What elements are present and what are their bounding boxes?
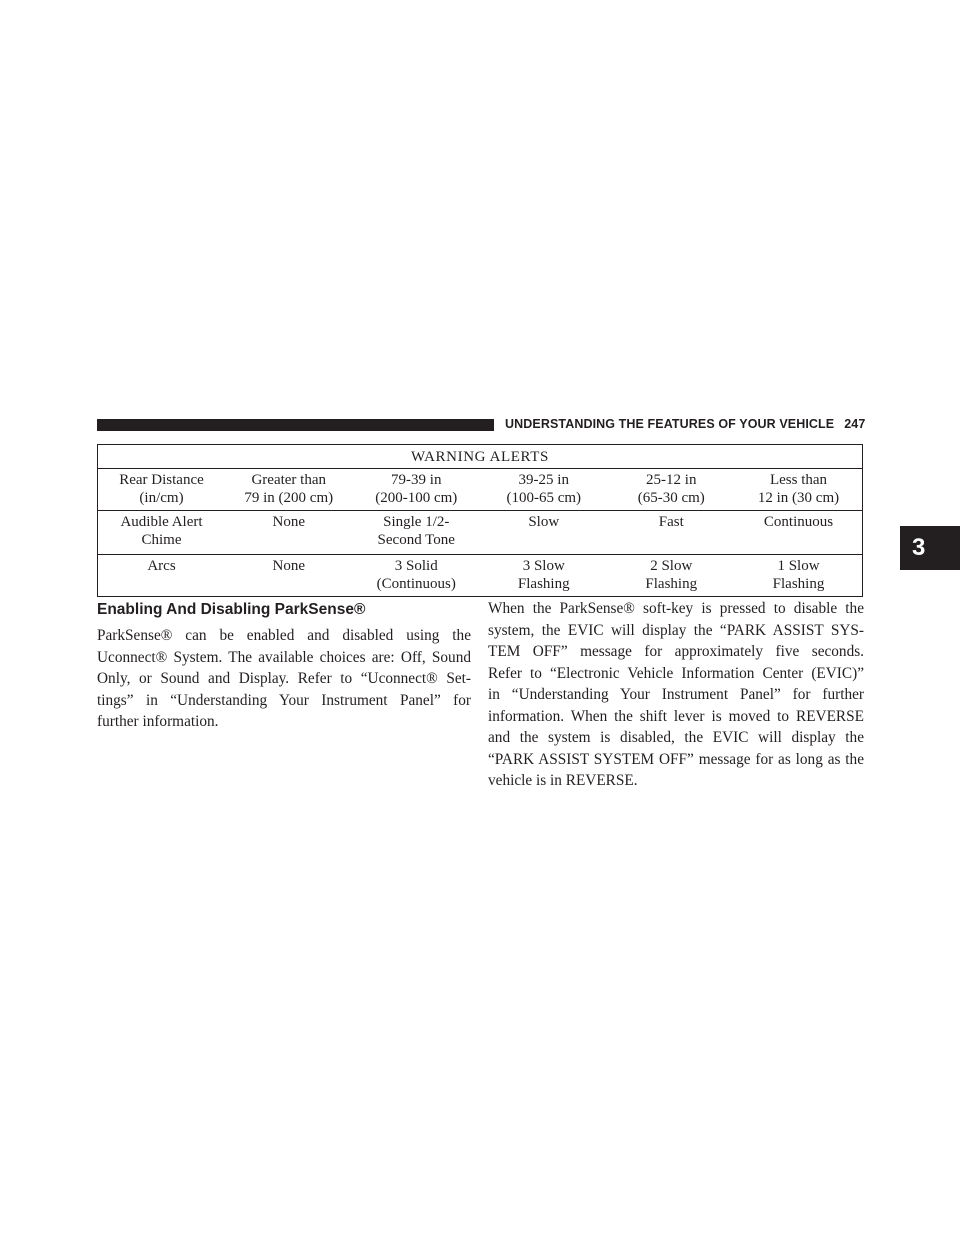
paragraph-line: TEM OFF” message for approximately five …: [488, 643, 864, 660]
table-cell: 79-39 in (200-100 cm): [352, 468, 480, 511]
warning-alerts-table: WARNING ALERTS Rear Distance (in/cm) Great…: [97, 444, 863, 597]
cell-text: 1 Slow: [777, 558, 820, 574]
table-cell: None: [225, 554, 353, 597]
paragraph-line: in “Understanding Your Instrument Panel”…: [488, 686, 864, 703]
cell-text: Rear Distance: [119, 472, 204, 488]
cell-text: None: [272, 558, 306, 574]
paragraph-line: When the ParkSense® soft-key is pressed …: [488, 600, 864, 617]
table-cell: 39-25 in (100-65 cm): [480, 468, 608, 511]
paragraph-line: tings” in “Understanding Your Instrument…: [97, 691, 471, 709]
row-header-cell: Rear Distance (in/cm): [97, 468, 225, 511]
cell-text: Fast: [658, 514, 684, 530]
paragraph-line: ParkSense® can be enabled and disabled u…: [97, 627, 471, 644]
table-cell: Single 1/2- Second Tone: [352, 510, 480, 555]
chapter-tab: 3: [900, 526, 960, 570]
cell-text: Arcs: [147, 558, 176, 574]
left-paragraph: ParkSense® can be enabled and disabled u…: [97, 625, 471, 733]
right-paragraph: When the ParkSense® soft-key is pressed …: [488, 598, 864, 792]
cell-text: Audible Alert: [120, 514, 203, 530]
cell-text: (200-100 cm): [375, 490, 458, 506]
page-number: 247: [844, 417, 866, 431]
paragraph-line: vehicle is in REVERSE.: [488, 772, 638, 789]
paragraph-line: further information.: [97, 713, 219, 730]
cell-text: 25-12 in: [646, 472, 697, 488]
cell-text: Chime: [141, 532, 182, 548]
cell-text: Continuous: [763, 514, 834, 530]
table-body: Rear Distance (in/cm) Greater than 79 in (2…: [97, 468, 863, 597]
cell-text: 79 in (200 cm): [244, 490, 334, 506]
paragraph-line: system, the EVIC will display the “PARK …: [488, 621, 864, 639]
row-header-cell: Arcs: [97, 554, 225, 597]
cell-text: Slow: [528, 514, 560, 530]
cell-text: (Continuous): [376, 576, 456, 592]
cell-text: (in/cm): [139, 490, 184, 506]
table-cell: Fast: [607, 510, 735, 555]
cell-text: Flashing: [645, 576, 698, 592]
paragraph-line: Only, or Sound and Display. Refer to “Uc…: [97, 670, 471, 687]
table-cell: Continuous: [735, 510, 863, 555]
section-heading: Enabling And Disabling ParkSense®: [97, 601, 366, 618]
table-cell: Greater than 79 in (200 cm): [225, 468, 353, 511]
cell-text: 3 Solid: [394, 558, 438, 574]
cell-text: (100-65 cm): [506, 490, 582, 506]
running-header: UNDERSTANDING THE FEATURES OF YOUR VEHIC…: [505, 417, 865, 431]
cell-text: Greater than: [251, 472, 327, 488]
paragraph-line: “PARK ASSIST SYSTEM OFF” message for as …: [488, 750, 864, 768]
table-cell: None: [225, 510, 353, 555]
table-row: Rear Distance (in/cm) Greater than 79 in (2…: [97, 468, 863, 511]
header-section-title: UNDERSTANDING THE FEATURES OF YOUR VEHIC…: [505, 417, 835, 431]
header-rule: [97, 419, 494, 431]
cell-text: 2 Slow: [650, 558, 693, 574]
cell-text: 12 in (30 cm): [757, 490, 840, 506]
cell-text: 3 Slow: [522, 558, 565, 574]
paragraph-line: Refer to “Electronic Vehicle Information…: [488, 664, 864, 682]
cell-text: Single 1/2-: [383, 514, 450, 530]
cell-text: Less than: [769, 472, 828, 488]
table-cell: 3 Solid (Continuous): [352, 554, 480, 597]
table-cell: Less than 12 in (30 cm): [735, 468, 863, 511]
paragraph-line: information. When the shift lever is mov…: [488, 707, 864, 725]
table-cell: 25-12 in (65-30 cm): [607, 468, 735, 511]
cell-text: Flashing: [772, 576, 825, 592]
cell-text: Flashing: [517, 576, 570, 592]
cell-text: None: [272, 514, 306, 530]
cell-text: Second Tone: [377, 532, 455, 548]
paragraph-line: Uconnect® System. The available choices …: [97, 648, 471, 666]
table-caption: WARNING ALERTS: [97, 444, 863, 469]
cell-text: 79-39 in: [391, 472, 442, 488]
cell-text: (65-30 cm): [637, 490, 705, 506]
paragraph-line: and the system is disabled, the EVIC wil…: [488, 729, 864, 746]
table-cell: Slow: [480, 510, 608, 555]
cell-text: 39-25 in: [518, 472, 569, 488]
